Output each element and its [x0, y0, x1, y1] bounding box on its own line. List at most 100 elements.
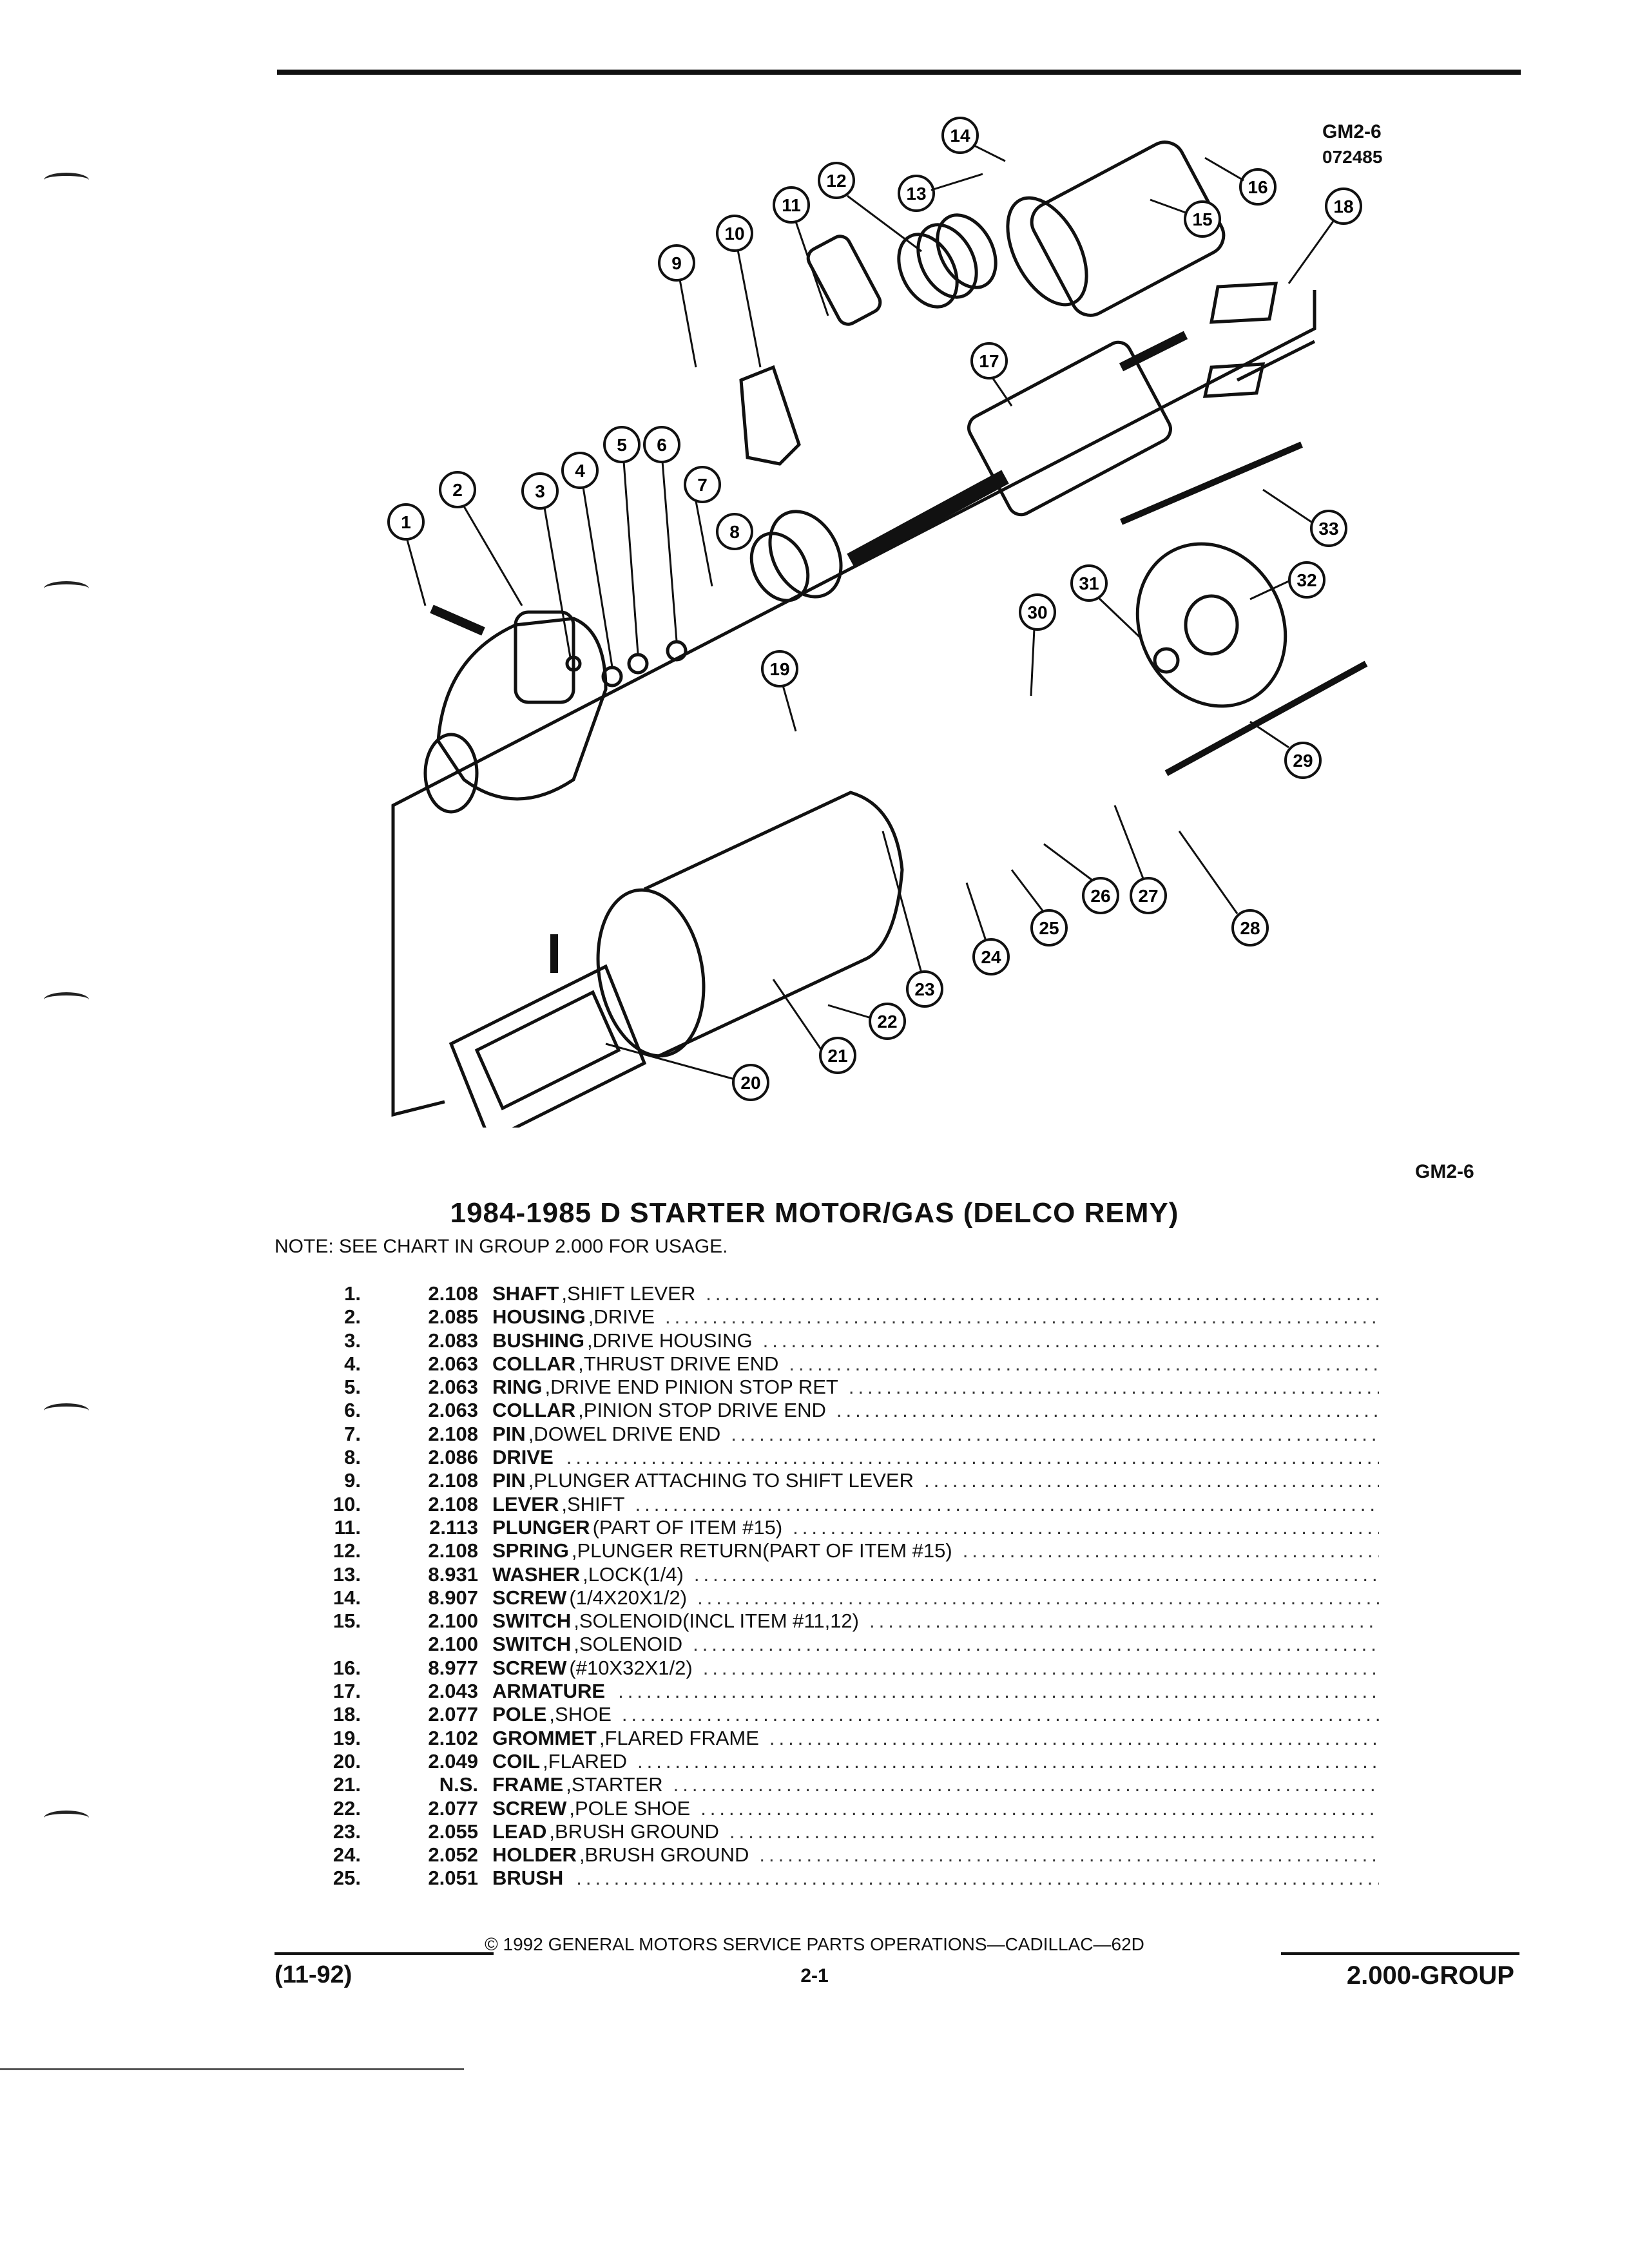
part-description: (#10X32X1/2) — [569, 1656, 693, 1679]
group-code: 2.108 — [428, 1422, 478, 1445]
part-number: 7. — [344, 1422, 361, 1445]
part-description: ,FLARED — [543, 1749, 627, 1773]
svg-text:18: 18 — [1333, 197, 1353, 216]
group-code: N.S. — [439, 1773, 478, 1796]
part-description: (PART OF ITEM #15) — [592, 1515, 783, 1539]
part-name: SPRING — [492, 1539, 569, 1562]
part-number: 25. — [333, 1867, 361, 1890]
callout-10: 10 — [716, 215, 753, 252]
callout-22: 22 — [869, 1003, 906, 1040]
part-description: ,PLUNGER RETURN(PART OF ITEM #15) — [571, 1539, 952, 1562]
part-description: (1/4X20X1/2) — [569, 1586, 688, 1609]
part-number: 24. — [333, 1843, 361, 1867]
dot-leader — [608, 1680, 1379, 1703]
svg-text:3: 3 — [535, 481, 545, 501]
svg-text:23: 23 — [914, 979, 934, 999]
part-description: ,STARTER — [566, 1773, 663, 1796]
usage-note: NOTE: SEE CHART IN GROUP 2.000 FOR USAGE… — [275, 1236, 728, 1257]
svg-text:10: 10 — [724, 224, 744, 244]
callout-21: 21 — [819, 1037, 856, 1074]
part-description: ,SHIFT — [561, 1492, 625, 1515]
group-code: 2.051 — [428, 1867, 478, 1890]
dot-leader — [914, 1469, 1379, 1492]
footer-group: 2.000-GROUP — [1346, 1961, 1514, 1990]
callout-18: 18 — [1325, 187, 1362, 225]
svg-text:33: 33 — [1318, 519, 1338, 539]
part-description: ,SOLENOID(INCL ITEM #11,12) — [574, 1610, 859, 1633]
svg-text:19: 19 — [769, 659, 789, 679]
part-name: SWITCH — [492, 1610, 572, 1633]
part-description: ,DRIVE — [588, 1305, 655, 1329]
part-number: 17. — [333, 1680, 361, 1703]
leader-lines — [406, 144, 1335, 1081]
frame-outline — [391, 290, 1316, 1117]
group-code: 2.108 — [428, 1492, 478, 1515]
dot-leader — [782, 1516, 1379, 1539]
group-code: 2.108 — [428, 1469, 478, 1492]
part-name: COLLAR — [492, 1399, 576, 1422]
footer-rule-right — [1281, 1952, 1519, 1955]
dot-leader — [720, 1423, 1379, 1446]
part-name: GROMMET — [492, 1726, 597, 1749]
callout-1: 1 — [387, 503, 425, 541]
figure-code: GM2-6 — [1415, 1161, 1474, 1182]
svg-text:28: 28 — [1240, 918, 1260, 938]
part-number: 22. — [333, 1796, 361, 1820]
svg-text:24: 24 — [981, 947, 1001, 967]
callout-19: 19 — [761, 650, 798, 687]
group-code: 8.931 — [428, 1562, 478, 1586]
svg-text:31: 31 — [1079, 573, 1099, 593]
group-code: 2.063 — [428, 1399, 478, 1422]
part-number: 10. — [333, 1492, 361, 1515]
end-frame-shape — [1135, 542, 1287, 708]
margin-mark — [44, 1811, 89, 1825]
callout-11: 11 — [773, 186, 810, 224]
callout-3: 3 — [521, 472, 559, 510]
part-number: 6. — [344, 1399, 361, 1422]
part-description: ,THRUST DRIVE END — [578, 1352, 779, 1375]
group-code: 2.102 — [428, 1726, 478, 1749]
group-code: 2.086 — [428, 1446, 478, 1469]
part-description: ,POLE SHOE — [569, 1796, 691, 1820]
callout-8: 8 — [716, 513, 753, 550]
diagram-code: GM2-6 — [1322, 121, 1382, 142]
part-number — [284, 1633, 361, 1656]
callout-27: 27 — [1130, 877, 1167, 914]
part-name: WASHER — [492, 1562, 581, 1586]
margin-mark — [44, 992, 89, 1007]
starter-frame-shape — [596, 791, 904, 1059]
footer-page-number: 2-1 — [800, 1965, 829, 1986]
top-rule — [277, 70, 1521, 75]
solenoid-shape — [1006, 140, 1226, 317]
svg-text:25: 25 — [1039, 918, 1059, 938]
part-number: 2. — [344, 1305, 361, 1329]
part-number: 23. — [333, 1820, 361, 1843]
dot-leader — [663, 1773, 1379, 1796]
svg-text:9: 9 — [671, 253, 682, 273]
group-code: 2.043 — [428, 1680, 478, 1703]
dot-leader — [627, 1750, 1379, 1773]
group-code: 2.108 — [428, 1282, 478, 1305]
svg-text:8: 8 — [729, 522, 740, 542]
svg-text:27: 27 — [1138, 886, 1158, 906]
group-code: 2.055 — [428, 1820, 478, 1843]
dot-leader — [687, 1586, 1379, 1610]
dot-leader — [566, 1867, 1379, 1890]
group-code: 2.077 — [428, 1796, 478, 1820]
part-name: BUSHING — [492, 1329, 584, 1352]
dot-leader — [952, 1539, 1379, 1562]
dot-leader — [778, 1352, 1379, 1376]
part-name: SHAFT — [492, 1282, 559, 1305]
group-code: 2.113 — [429, 1515, 478, 1539]
part-name: PLUNGER — [492, 1515, 590, 1539]
part-description: ,SHIFT LEVER — [561, 1282, 696, 1305]
part-number: 13. — [333, 1562, 361, 1586]
